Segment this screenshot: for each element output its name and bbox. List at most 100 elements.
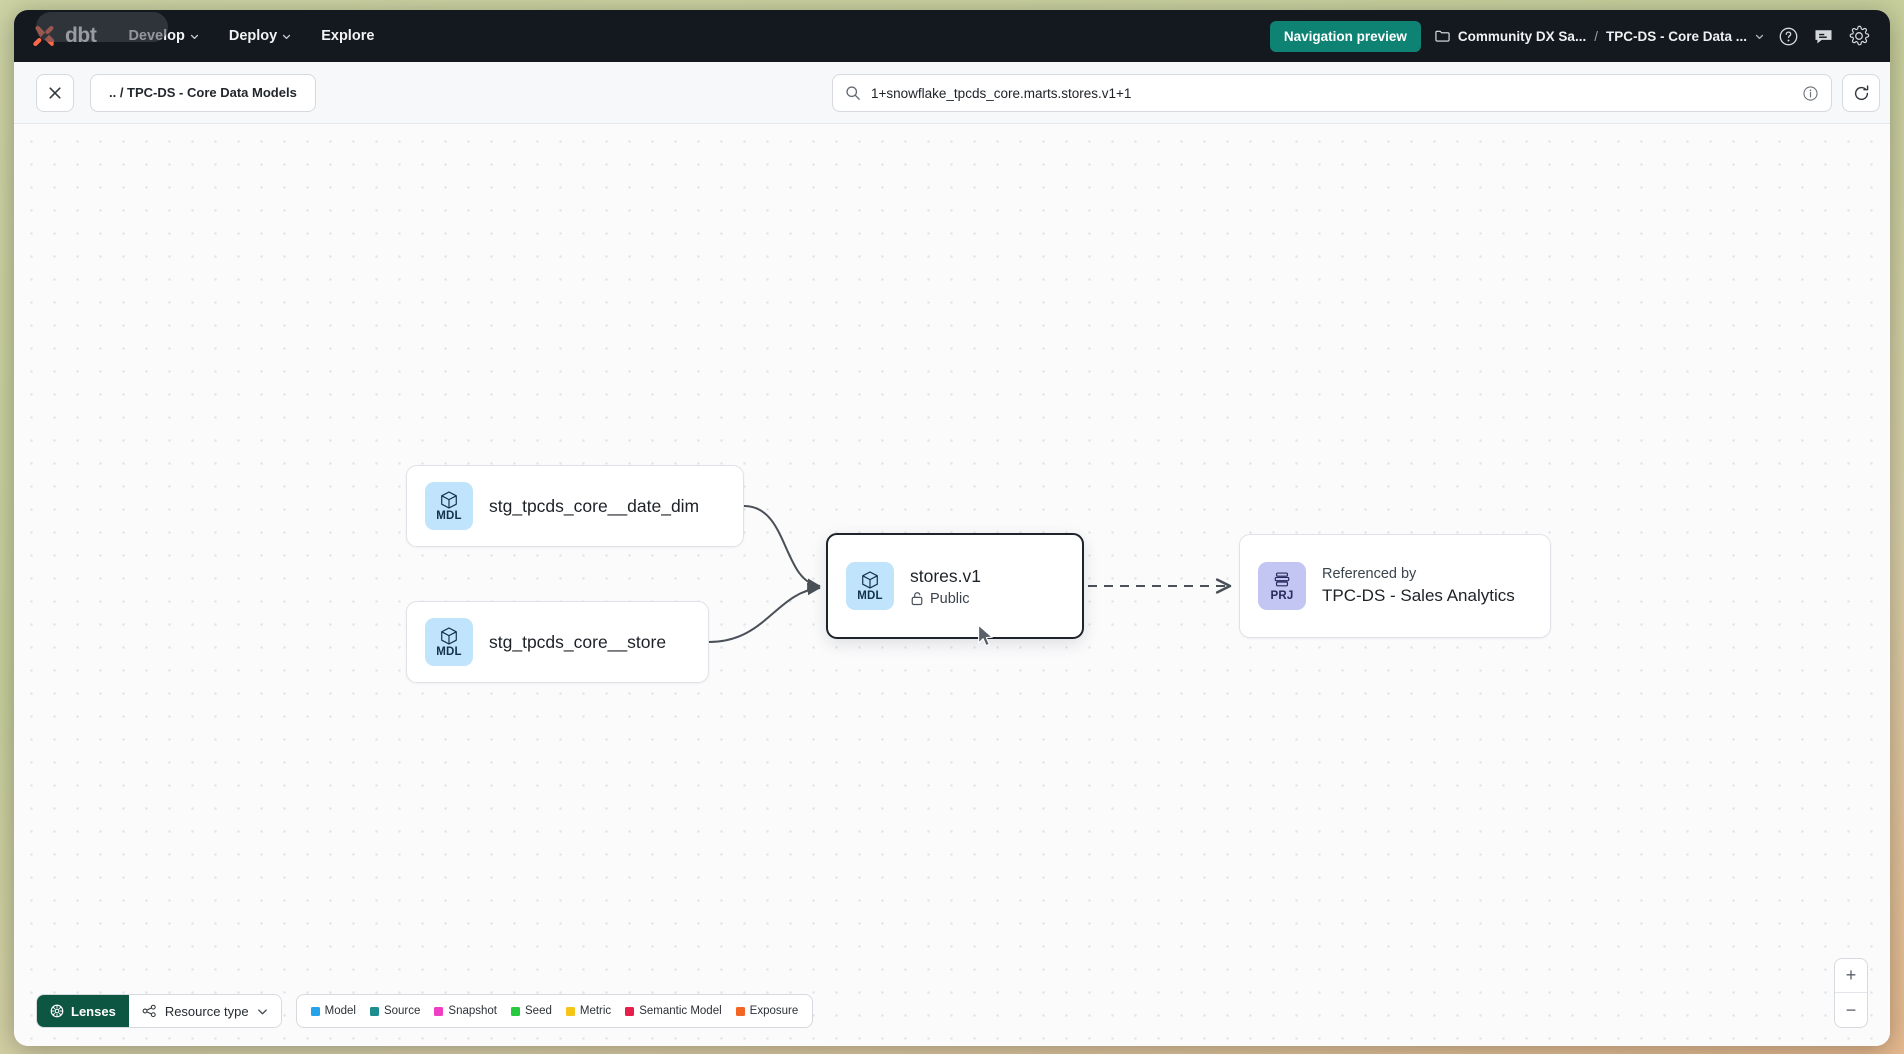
- resource-type-label: Resource type: [164, 1003, 249, 1019]
- model-type-badge: MDL: [846, 562, 894, 610]
- legend-label: Model: [324, 1005, 356, 1017]
- legend-swatch: [735, 1006, 745, 1016]
- resource-type-legend: Model Source Snapshot Seed Metric: [295, 994, 814, 1028]
- feedback-icon[interactable]: [1813, 26, 1834, 47]
- breadcrumb-project[interactable]: TPC-DS - Core Data ...: [1605, 28, 1747, 44]
- refresh-button[interactable]: [1842, 74, 1880, 112]
- dbt-brand[interactable]: dbt: [32, 23, 97, 49]
- info-icon[interactable]: [1802, 85, 1819, 102]
- legend-swatch: [310, 1006, 320, 1016]
- cube-icon: [862, 571, 878, 589]
- lenses-button[interactable]: Lenses: [37, 995, 129, 1027]
- node-title: stores.v1: [910, 565, 981, 586]
- badge-label: PRJ: [1270, 589, 1294, 602]
- node-relationship-label: Referenced by: [1322, 566, 1417, 582]
- legend-label: Snapshot: [448, 1005, 498, 1017]
- resource-graph-icon: [142, 1004, 156, 1018]
- search-icon: [846, 86, 860, 100]
- close-icon: [49, 86, 61, 99]
- legend-item-snapshot: Snapshot: [434, 1005, 497, 1017]
- legend-swatch: [625, 1006, 635, 1016]
- close-button[interactable]: [36, 73, 74, 112]
- zoom-out-button[interactable]: −: [1845, 999, 1857, 1020]
- canvas-bottom-controls: Lenses Resource type Model: [36, 994, 814, 1028]
- search-area: [832, 74, 1880, 112]
- legend-label: Semantic Model: [639, 1005, 722, 1017]
- breadcrumb: Community DX Sa... / TPC-DS - Core Data …: [1435, 29, 1764, 44]
- app-window: dbt Develop Deploy Explore Navigation pr…: [14, 10, 1890, 1046]
- top-navigation-bar: dbt Develop Deploy Explore Navigation pr…: [14, 10, 1890, 62]
- cube-icon: [441, 627, 457, 645]
- nav-item-explore[interactable]: Explore: [319, 23, 376, 49]
- navigation-preview-badge[interactable]: Navigation preview: [1269, 20, 1421, 52]
- chevron-down-icon: [190, 34, 199, 39]
- chevron-down-icon: [257, 1008, 267, 1014]
- lenses-label: Lenses: [71, 1003, 116, 1019]
- legend-label: Seed: [525, 1005, 552, 1017]
- cube-icon: [441, 491, 457, 509]
- lineage-search-box[interactable]: [832, 74, 1832, 112]
- legend-label: Source: [383, 1005, 421, 1017]
- project-breadcrumb-chip[interactable]: .. / TPC-DS - Core Data Models: [90, 73, 316, 112]
- zoom-in-button[interactable]: +: [1835, 959, 1867, 993]
- graph-node-stg-store[interactable]: MDL stg_tpcds_core__store: [406, 601, 709, 683]
- edge-date-dim-to-stores: [743, 505, 821, 591]
- legend-swatch: [565, 1006, 575, 1016]
- edge-store-to-stores: [708, 583, 821, 643]
- lens-icon: [50, 1004, 64, 1018]
- node-body: Referenced by TPC-DS - Sales Analytics: [1322, 566, 1515, 606]
- graph-node-sales-analytics-project[interactable]: PRJ Referenced by TPC-DS - Sales Analyti…: [1239, 534, 1551, 638]
- legend-item-source: Source: [369, 1005, 421, 1017]
- badge-label: MDL: [857, 589, 883, 602]
- chevron-down-icon: [283, 34, 291, 39]
- node-title: TPC-DS - Sales Analytics: [1322, 586, 1515, 605]
- nav-item-develop[interactable]: Develop: [126, 23, 200, 49]
- node-title: stg_tpcds_core__date_dim: [489, 495, 700, 516]
- project-type-badge: PRJ: [1258, 562, 1306, 610]
- resource-type-dropdown[interactable]: Resource type: [128, 995, 281, 1027]
- legend-swatch: [434, 1006, 444, 1016]
- folder-icon: [1435, 30, 1450, 42]
- nav-item-deploy[interactable]: Deploy: [227, 23, 293, 49]
- node-title: stg_tpcds_core__store: [489, 631, 667, 652]
- legend-item-exposure: Exposure: [735, 1005, 799, 1017]
- legend-swatch: [369, 1006, 379, 1016]
- model-type-badge: MDL: [425, 482, 473, 530]
- nav-item-explore-label: Explore: [321, 28, 375, 44]
- node-body: stg_tpcds_core__store: [489, 632, 666, 653]
- breadcrumb-separator: /: [1594, 28, 1598, 44]
- legend-item-metric: Metric: [565, 1005, 612, 1017]
- model-type-badge: MDL: [425, 618, 473, 666]
- primary-nav: Develop Deploy Explore: [126, 23, 376, 49]
- brand-label: dbt: [65, 24, 97, 47]
- nav-right-cluster: Navigation preview Community DX Sa... / …: [1269, 20, 1870, 52]
- graph-node-stores-v1[interactable]: MDL stores.v1 Public: [826, 533, 1084, 639]
- nav-item-develop-label: Develop: [128, 28, 185, 44]
- node-body: stg_tpcds_core__date_dim: [489, 496, 699, 517]
- lineage-toolbar: .. / TPC-DS - Core Data Models: [14, 62, 1890, 124]
- unlock-icon: [911, 592, 923, 606]
- breadcrumb-account[interactable]: Community DX Sa...: [1457, 28, 1587, 44]
- search-input[interactable]: [871, 85, 1792, 101]
- legend-item-semantic-model: Semantic Model: [625, 1005, 722, 1017]
- help-icon[interactable]: [1778, 26, 1799, 47]
- badge-label: MDL: [436, 509, 462, 522]
- chevron-down-icon[interactable]: [1755, 32, 1764, 41]
- refresh-icon: [1854, 84, 1868, 100]
- legend-label: Metric: [579, 1005, 612, 1017]
- legend-label: Exposure: [749, 1005, 799, 1017]
- badge-label: MDL: [436, 645, 462, 658]
- graph-node-stg-date-dim[interactable]: MDL stg_tpcds_core__date_dim: [406, 465, 744, 547]
- legend-item-seed: Seed: [511, 1005, 552, 1017]
- settings-gear-icon[interactable]: [1848, 25, 1870, 47]
- lineage-edges: [708, 505, 1232, 643]
- stack-icon: [1274, 572, 1290, 587]
- node-access-label: Public: [930, 590, 970, 607]
- legend-swatch: [511, 1006, 521, 1016]
- lineage-canvas[interactable]: MDL stg_tpcds_core__date_dim MDL stg_tpc…: [14, 124, 1890, 1046]
- node-access-level: Public: [910, 591, 981, 607]
- nav-item-deploy-label: Deploy: [228, 28, 278, 44]
- node-body: stores.v1 Public: [910, 566, 981, 607]
- dbt-logo-icon: [33, 25, 55, 47]
- legend-item-model: Model: [310, 1005, 356, 1017]
